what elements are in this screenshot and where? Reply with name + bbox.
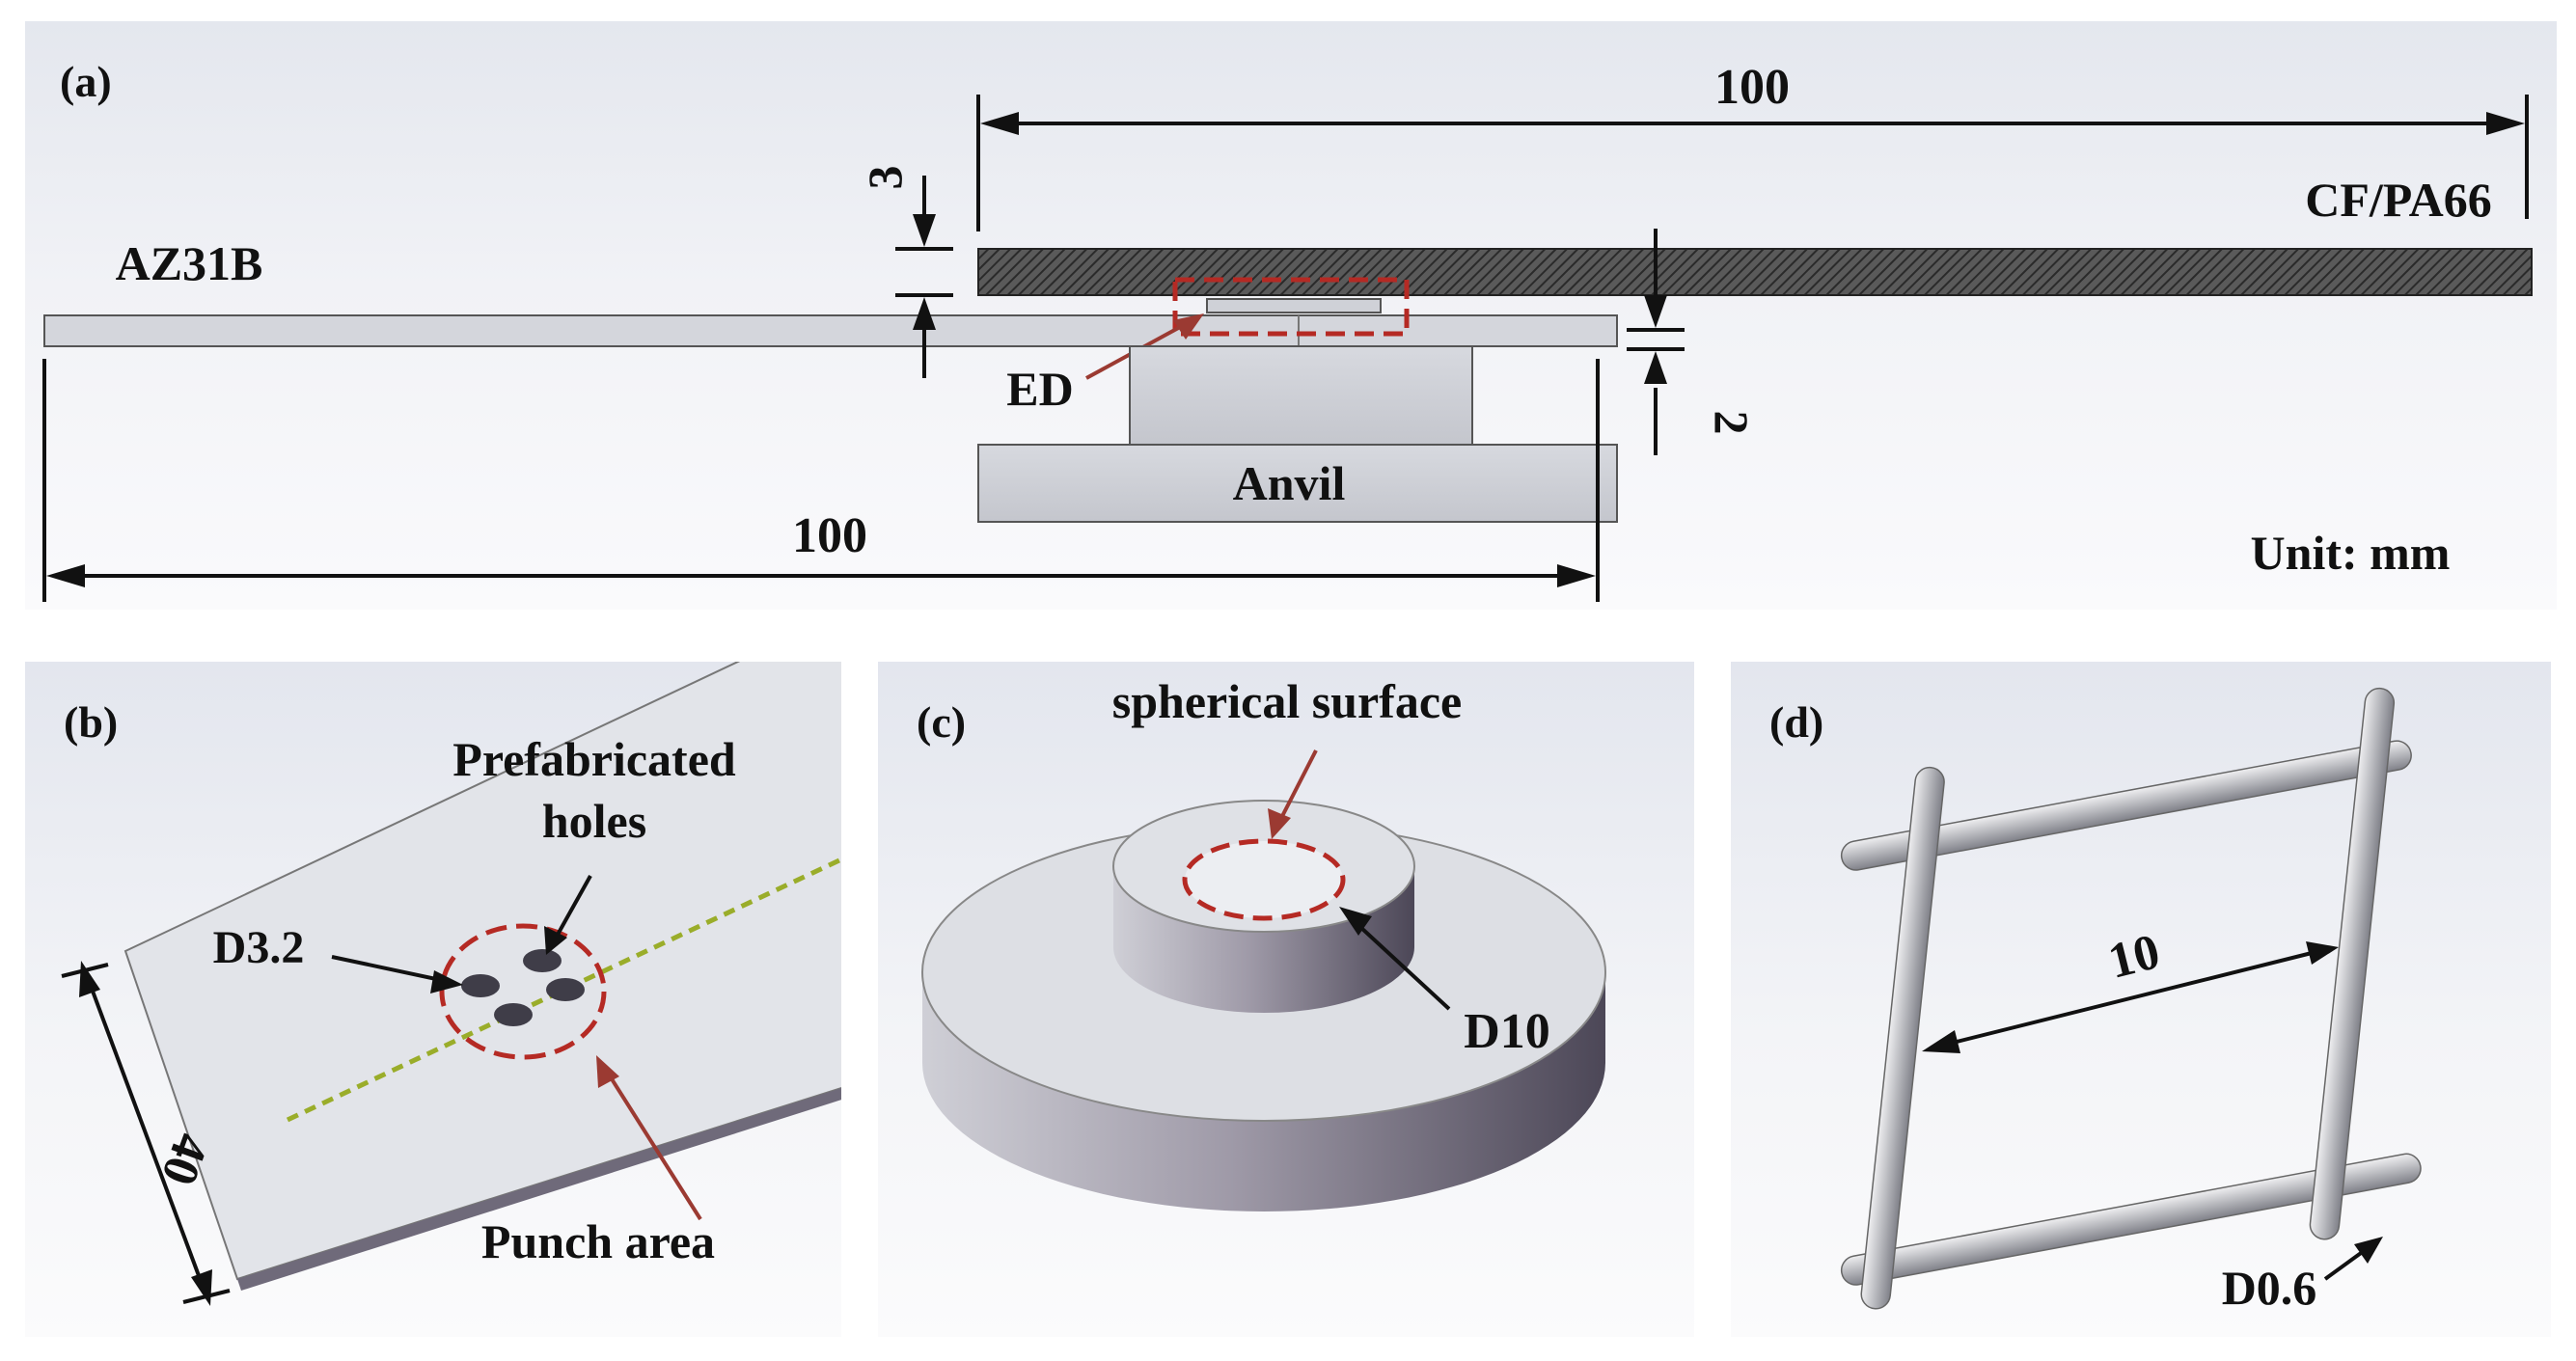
d10-label: D10	[1464, 1004, 1550, 1059]
dim-10-line	[1940, 949, 2320, 1048]
panel-a-side-view: (a) 100 CF/PA66 AZ31B 3 2	[25, 21, 2557, 610]
hole-top	[523, 949, 562, 972]
punch-pointer-line	[602, 1065, 702, 1221]
d06-pointer-head	[2354, 1237, 2383, 1264]
holes-pointer-head	[544, 926, 567, 955]
ed-highlight-box	[1172, 277, 1410, 337]
unit-label: Unit: mm	[2251, 526, 2451, 580]
hole-left	[461, 974, 500, 997]
dim-40-arrow-bottom	[191, 1269, 212, 1306]
panel-d-wire-frame: (d) 10 D0.6	[1731, 662, 2551, 1337]
rod-top	[1840, 740, 2412, 871]
punch-area-circle	[439, 923, 607, 1060]
panel-c-svg: (c) spherical surface D10	[917, 674, 1606, 1211]
plate-edge-left	[125, 951, 241, 1291]
dim-2-arrow-top	[1644, 295, 1667, 328]
surface-pointer-line	[1275, 749, 1318, 827]
panel-a-svg: (a) 100 CF/PA66 AZ31B 3 2	[42, 57, 2533, 602]
panel-c-label: (c)	[917, 697, 966, 747]
rod-bottom	[1840, 1153, 2422, 1286]
dim-top-value: 100	[1714, 60, 1790, 115]
spherical-surface	[1182, 838, 1346, 921]
dim-40-arrow-top	[79, 961, 100, 997]
dim-bottom-value: 100	[792, 508, 867, 563]
panel-a-label: (a)	[60, 57, 112, 106]
panel-b-label: (b)	[64, 697, 118, 747]
hole-diameter-pointer	[331, 955, 451, 984]
az31b-plate	[43, 314, 1618, 347]
d10-pointer-head	[1339, 907, 1372, 936]
dim-3-arrow-top	[913, 214, 936, 247]
anvil-label: Anvil	[1233, 456, 1346, 510]
panel-d-label: (d)	[1769, 697, 1823, 747]
panel-b-svg: (b) Prefabricated holes D3.2 Punch area …	[61, 662, 841, 1306]
hole-diameter-label: D3.2	[213, 922, 305, 973]
hole-bottom	[494, 1003, 533, 1026]
rod-right	[2309, 687, 2396, 1240]
dim-3-arrow-bottom	[913, 297, 936, 330]
rod-left	[1860, 766, 1945, 1310]
holes-label-line1: Prefabricated	[452, 732, 736, 786]
ed-pointer-head	[1173, 313, 1204, 340]
d10-pointer-line	[1347, 914, 1451, 1011]
panel-b-plate-view: (b) Prefabricated holes D3.2 Punch area …	[25, 662, 841, 1337]
panel-c-anvil-view: (c) spherical surface D10	[878, 662, 1694, 1337]
spacing-label: 10	[2103, 924, 2165, 990]
plate-edge-front	[237, 1088, 841, 1291]
plate-top-face	[123, 662, 841, 1281]
dim-40-line	[83, 969, 208, 1297]
hole-diameter-pointer-head	[430, 970, 463, 994]
composite-plate	[977, 248, 2533, 296]
dim-bottom-arrow-left	[46, 564, 85, 587]
dim-10-arrow-right	[2306, 941, 2339, 965]
energy-director	[1206, 298, 1382, 313]
dim-top-arrow-right	[2486, 112, 2525, 135]
dim-top-arrow-left	[980, 112, 1019, 135]
holes-label-line2: holes	[542, 794, 646, 848]
anvil-top-block	[1129, 345, 1473, 446]
punch-pointer-head	[596, 1055, 619, 1088]
dim-bottom-arrow-right	[1557, 564, 1596, 587]
punch-line	[286, 857, 841, 1123]
dim-2-arrow-bottom	[1644, 351, 1667, 384]
punch-area-label: Punch area	[481, 1214, 715, 1268]
panel-d-svg: (d) 10 D0.6	[1769, 687, 2422, 1315]
anvil-base	[977, 444, 1618, 523]
ed-label: ED	[1006, 362, 1073, 416]
hole-right	[546, 978, 585, 1001]
material-right-label: CF/PA66	[2305, 173, 2491, 227]
material-left-label: AZ31B	[116, 236, 263, 290]
dim-10-arrow-left	[1922, 1030, 1960, 1053]
dim-3-value: 3	[858, 166, 912, 190]
dim-2-value: 2	[1705, 411, 1759, 435]
holes-pointer-line	[552, 875, 592, 942]
surface-pointer-head	[1268, 808, 1291, 839]
wire-diameter-label: D0.6	[2222, 1261, 2317, 1315]
spherical-surface-label: spherical surface	[1112, 674, 1462, 728]
